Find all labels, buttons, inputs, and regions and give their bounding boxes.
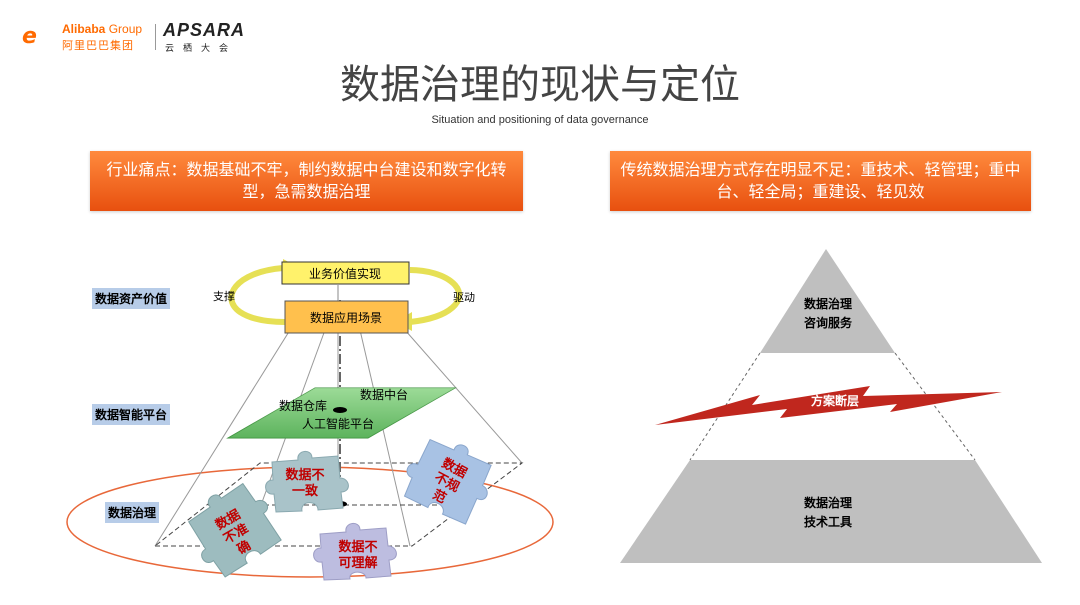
top-tier-line1: 数据治理 <box>804 296 852 311</box>
top-tier-line2: 咨询服务 <box>804 315 853 330</box>
pyramid-bottom-tier <box>620 460 1042 563</box>
solution-break-label: 方案断层 <box>811 393 859 408</box>
bottom-tier-line2: 技术工具 <box>804 514 852 529</box>
bottom-tier-line1: 数据治理 <box>804 495 852 510</box>
